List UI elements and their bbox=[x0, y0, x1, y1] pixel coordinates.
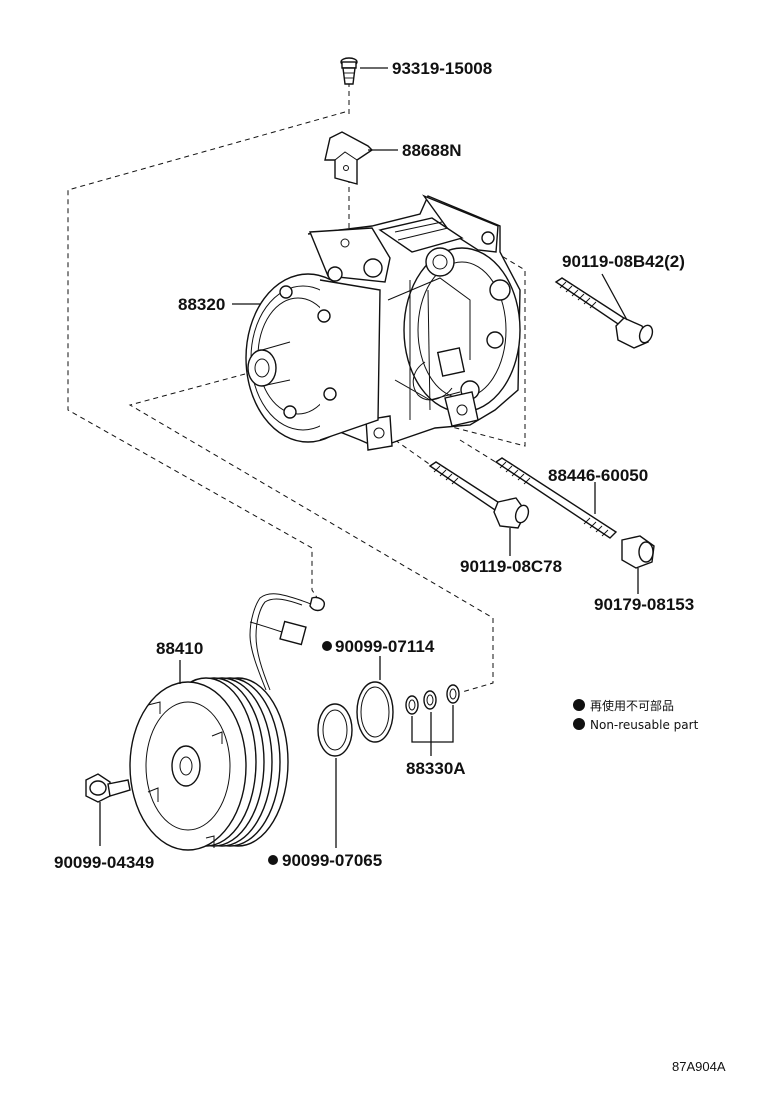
snap-ring-90099-07065 bbox=[317, 703, 353, 848]
figure-code: 87A904A bbox=[672, 1059, 726, 1074]
callout-93319-15008: 93319-15008 bbox=[392, 59, 492, 78]
ring-90099-07114 bbox=[356, 656, 394, 743]
callout-90119-08b42: 90119-08B42(2) bbox=[562, 252, 685, 271]
clutch-88410 bbox=[129, 593, 325, 851]
callout-90099-07114: 90099-07114 bbox=[335, 637, 435, 656]
callout-88446-60050: 88446-60050 bbox=[548, 466, 648, 485]
callout-88688n: 88688N bbox=[402, 141, 462, 160]
callout-88330a: 88330A bbox=[406, 759, 466, 778]
non-reusable-mark-07114 bbox=[322, 641, 332, 651]
bolt-90119-08b42 bbox=[554, 273, 654, 349]
callout-88320: 88320 bbox=[178, 295, 225, 314]
callout-90099-07065: 90099-07065 bbox=[282, 851, 382, 870]
legend-non-reusable-en: Non-reusable part bbox=[590, 718, 699, 732]
legend: 再使用不可部品 Non-reusable part bbox=[573, 698, 699, 732]
bolt-90119-08c78 bbox=[428, 461, 530, 556]
compressor-88320 bbox=[232, 194, 521, 451]
nut-90179 bbox=[621, 535, 655, 594]
legend-marker-ja bbox=[573, 699, 585, 711]
non-reusable-mark-07065 bbox=[268, 855, 278, 865]
bolt-90099-04349 bbox=[85, 773, 131, 846]
legend-non-reusable-ja: 再使用不可部品 bbox=[590, 698, 674, 713]
callout-90099-04349: 90099-04349 bbox=[54, 853, 154, 872]
bracket-88688n bbox=[324, 131, 398, 185]
callout-88410: 88410 bbox=[156, 639, 203, 658]
callout-labels: 93319-15008 88688N 90119-08B42(2) 88320 … bbox=[54, 59, 694, 872]
legend-marker-en bbox=[573, 718, 585, 730]
shims-88330a bbox=[405, 684, 460, 756]
callout-90119-08c78: 90119-08C78 bbox=[460, 557, 562, 576]
callout-90179-08153: 90179-08153 bbox=[594, 595, 694, 614]
stud-88446 bbox=[494, 457, 618, 539]
screw-93319 bbox=[340, 57, 388, 85]
